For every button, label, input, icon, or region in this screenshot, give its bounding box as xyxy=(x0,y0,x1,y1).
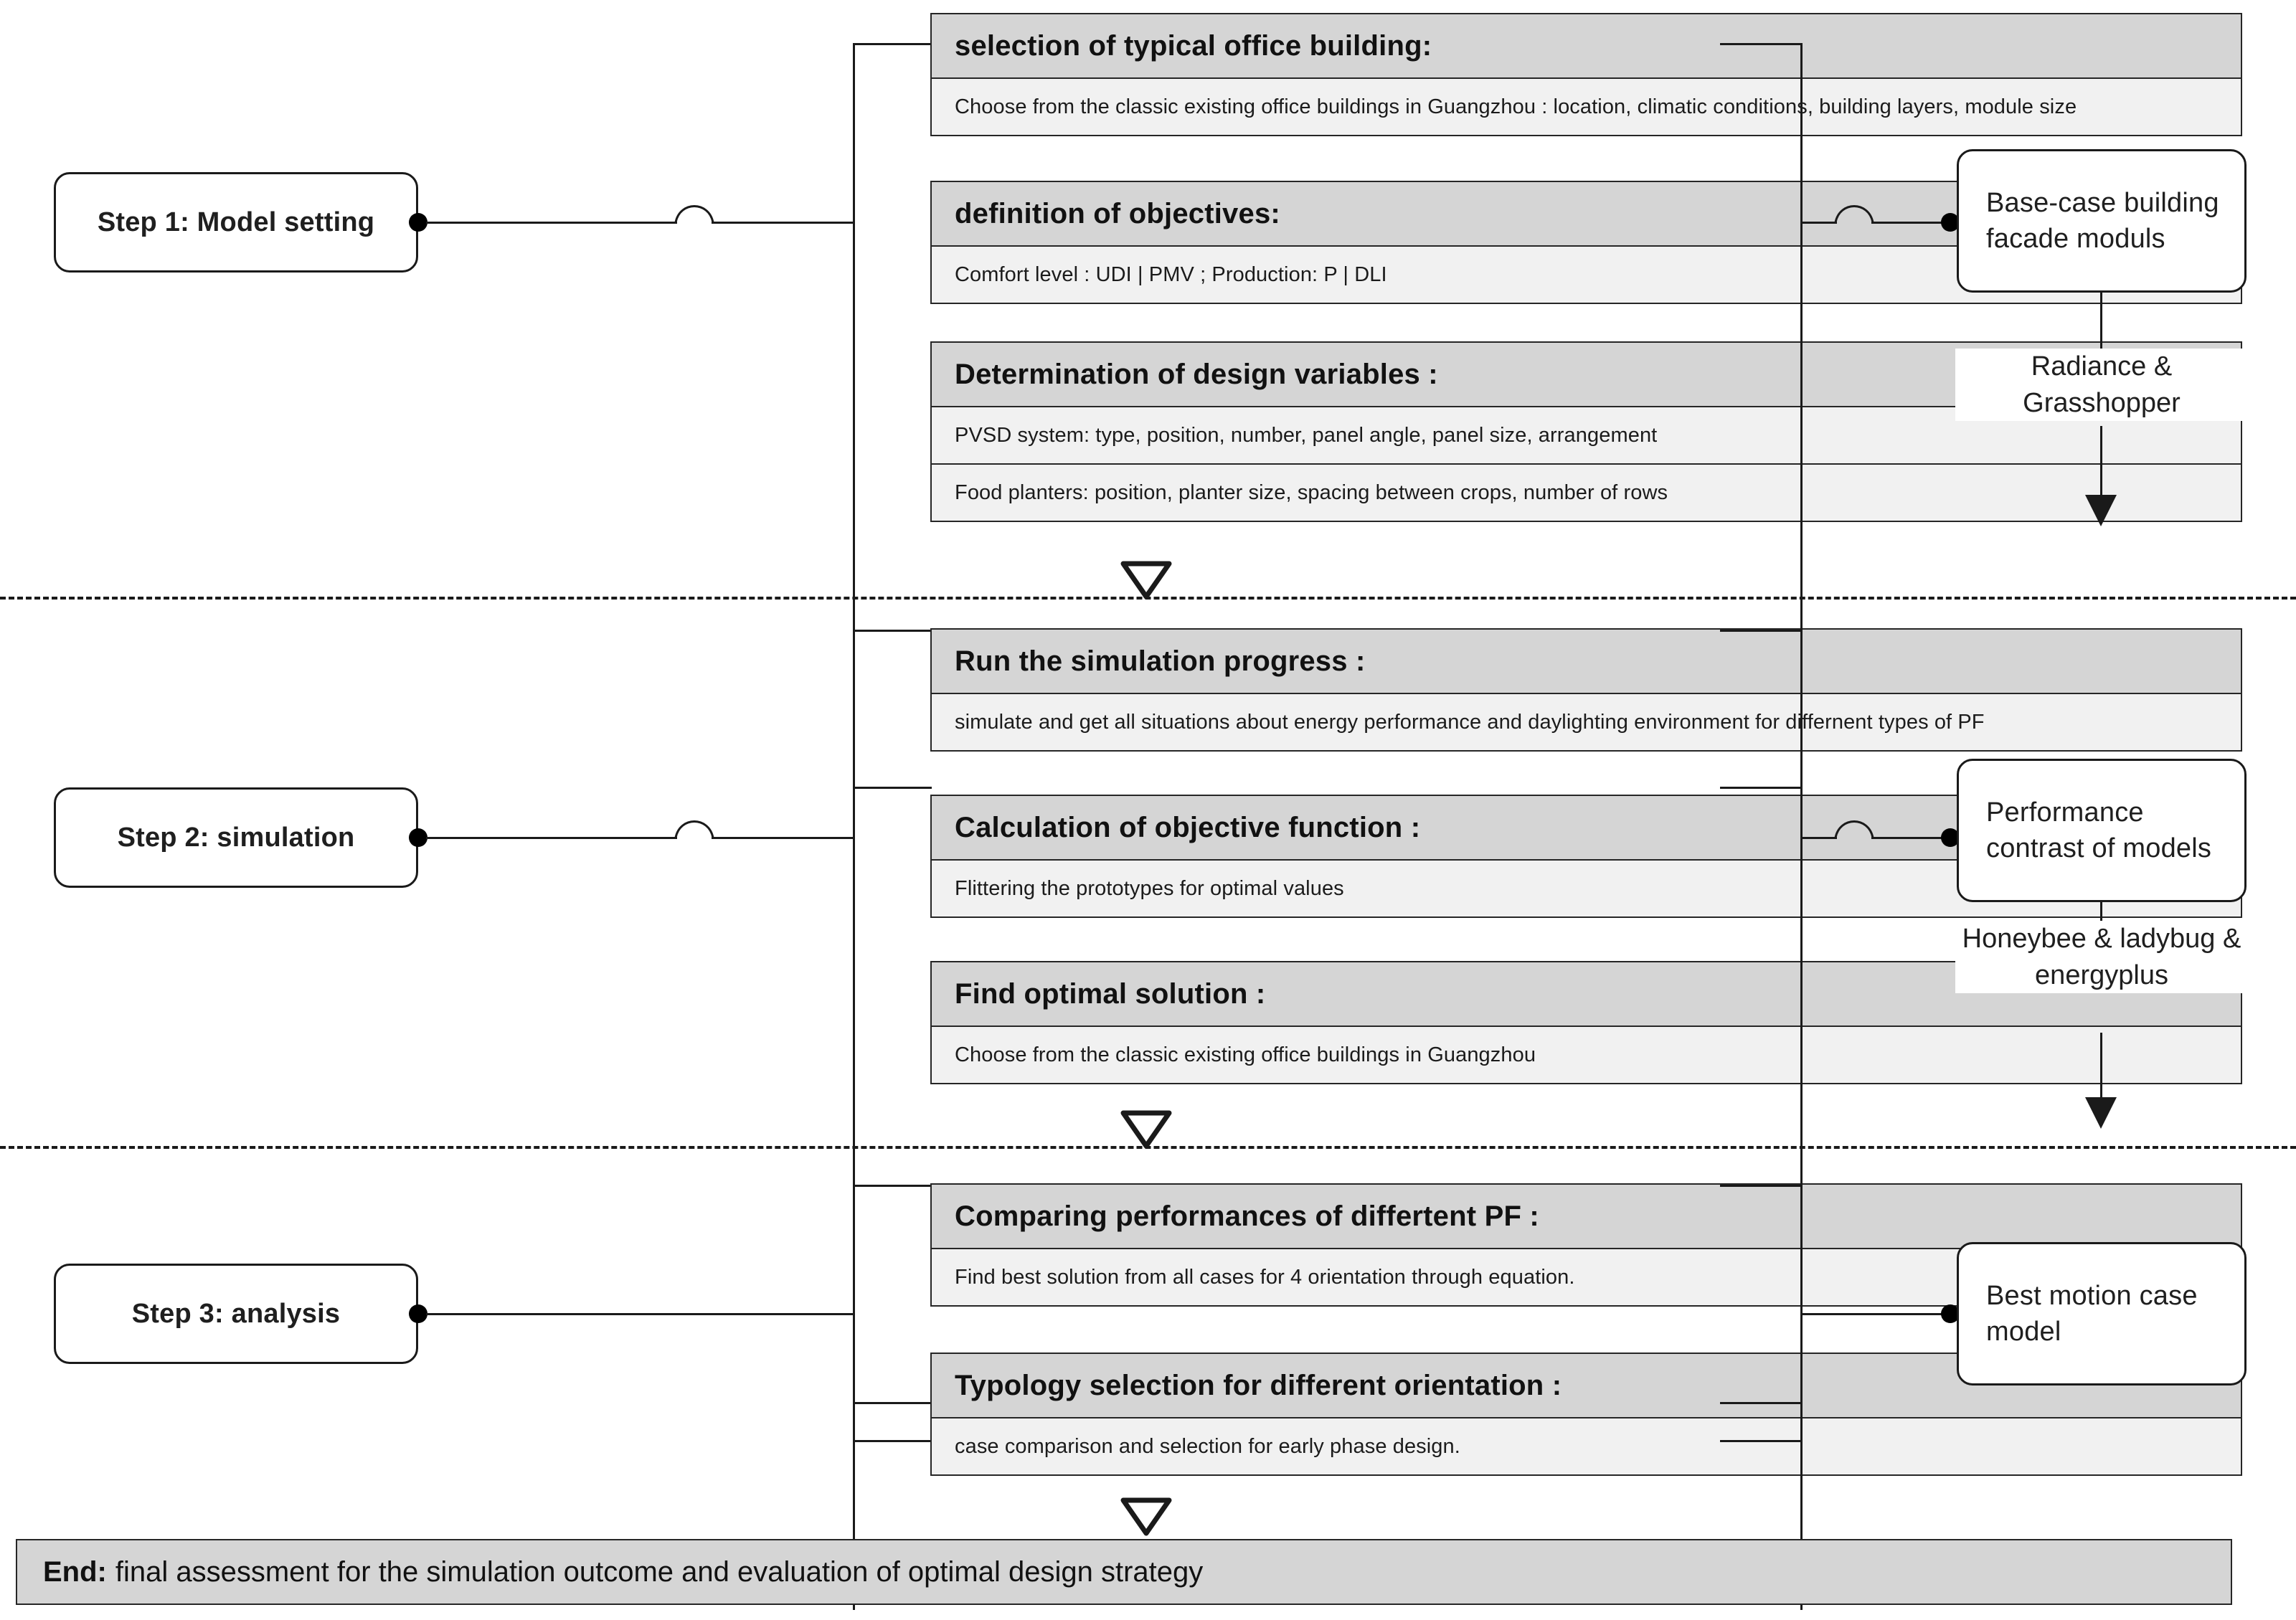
output-box-step3[interactable]: Best motion case model xyxy=(1957,1242,2247,1385)
line-hop-icon-step1-right xyxy=(1834,205,1874,223)
connector-step1-bus-left xyxy=(853,43,855,789)
card-row-step3-2-1: case comparison and selection for early … xyxy=(930,1418,2242,1476)
connector-step3-bus-left xyxy=(853,1185,855,1610)
phase-separator-1 xyxy=(0,597,2296,600)
junction-dot-icon-step1 xyxy=(409,213,427,232)
card-header-step2-1: Run the simulation progress : xyxy=(930,628,2242,694)
end-bar: End:final assessment for the simulation … xyxy=(16,1539,2232,1605)
phase-separator-2 xyxy=(0,1146,2296,1149)
connector-step1-rout-b xyxy=(1871,222,1954,224)
step-label-step3: Step 3: analysis xyxy=(131,1298,341,1329)
connector-step2-rbr-3 xyxy=(1720,1402,1803,1404)
card-step1-1: selection of typical office building: Ch… xyxy=(930,13,2242,136)
step-box-step2[interactable]: Step 2: simulation xyxy=(54,787,418,888)
step-box-step3[interactable]: Step 3: analysis xyxy=(54,1264,418,1364)
connector-step3-rbr-2 xyxy=(1720,1440,1803,1442)
triangle-down-icon-3 xyxy=(1120,1497,1172,1536)
output-box-step1[interactable]: Base-case building facade moduls xyxy=(1957,149,2247,293)
card-row-step1-1-1: Choose from the classic existing office … xyxy=(930,79,2242,136)
card-step2-1: Run the simulation progress : simulate a… xyxy=(930,628,2242,752)
connector-step1-rout-a xyxy=(1803,222,1837,224)
connector-step2-bus-left xyxy=(853,630,855,1404)
step-label-step2: Step 2: simulation xyxy=(117,822,355,853)
tool-arrow-line-step2-bot xyxy=(2100,1033,2102,1103)
connector-step2-bus-right xyxy=(1800,630,1803,1404)
card-header-step1-1: selection of typical office building: xyxy=(930,13,2242,79)
tool-label-step1: Radiance & Grasshopper xyxy=(1955,349,2248,422)
connector-step2-rbr-1 xyxy=(1720,630,1803,632)
step-label-step1: Step 1: Model setting xyxy=(97,207,375,237)
card-row-step2-3-1: Choose from the classic existing office … xyxy=(930,1027,2242,1084)
card-header-step3-1: Comparing performances of differtent PF … xyxy=(930,1183,2242,1249)
connector-step2-rout-a xyxy=(1803,837,1837,839)
line-hop-icon-step1-left xyxy=(674,205,714,223)
end-text: final assessment for the simulation outc… xyxy=(115,1555,1204,1588)
junction-dot-icon-step3 xyxy=(409,1304,427,1323)
output-label-step3: Best motion case model xyxy=(1986,1280,2198,1347)
tool-arrow-line-step1-bot xyxy=(2100,426,2102,501)
end-prefix: End: xyxy=(43,1555,107,1588)
connector-step3-bus-right xyxy=(1800,1185,1803,1610)
connector-step3-rbr-1 xyxy=(1720,1185,1803,1187)
connector-step2-stub-a xyxy=(426,837,677,839)
triangle-down-icon-2 xyxy=(1120,1110,1172,1149)
card-row-step2-1-1: simulate and get all situations about en… xyxy=(930,694,2242,752)
connector-step3-branch-2 xyxy=(853,1440,932,1442)
line-hop-icon-step2-right xyxy=(1834,820,1874,838)
line-hop-icon-step2-left xyxy=(674,820,714,838)
output-label-step1: Base-case building facade moduls xyxy=(1986,187,2219,254)
connector-step1-stub-b xyxy=(712,222,854,224)
output-box-step2[interactable]: Performance contrast of models xyxy=(1957,759,2247,902)
junction-dot-icon-step2 xyxy=(409,828,427,847)
card-step3-1: Comparing performances of differtent PF … xyxy=(930,1183,2242,1307)
connector-step1-bus-right xyxy=(1800,43,1803,789)
junction-dot-icon-out3 xyxy=(1941,1304,1960,1323)
connector-step1-rbr-3 xyxy=(1720,787,1803,789)
tool-arrow-line-step1-top xyxy=(2100,293,2102,349)
triangle-down-icon-1 xyxy=(1120,561,1172,600)
output-label-step2: Performance contrast of models xyxy=(1986,797,2212,863)
connector-step2-branch-3 xyxy=(853,1402,932,1404)
arrow-down-icon-step2 xyxy=(2085,1097,2117,1129)
step-box-step1[interactable]: Step 1: Model setting xyxy=(54,172,418,273)
connector-step3-branch-1 xyxy=(853,1185,932,1187)
junction-dot-icon-out2 xyxy=(1941,828,1960,847)
card-step2-3: Find optimal solution : Choose from the … xyxy=(930,961,2242,1084)
connector-step2-branch-1 xyxy=(853,630,932,632)
tool-label-step2: Honeybee & ladybug & energyplus xyxy=(1955,921,2248,994)
connector-step2-stub-b xyxy=(712,837,854,839)
arrow-down-icon-step1 xyxy=(2085,495,2117,526)
connector-step1-stub-a xyxy=(426,222,677,224)
junction-dot-icon-out1 xyxy=(1941,213,1960,232)
connector-step3-rout xyxy=(1803,1313,1954,1315)
connector-step1-branch-1 xyxy=(853,43,932,45)
connector-step1-rbr-1 xyxy=(1720,43,1803,45)
connector-step3-stub xyxy=(426,1313,854,1315)
card-row-step1-3-2: Food planters: position, planter size, s… xyxy=(930,465,2242,522)
connector-step1-branch-3 xyxy=(853,787,932,789)
connector-step2-rout-b xyxy=(1871,837,1954,839)
